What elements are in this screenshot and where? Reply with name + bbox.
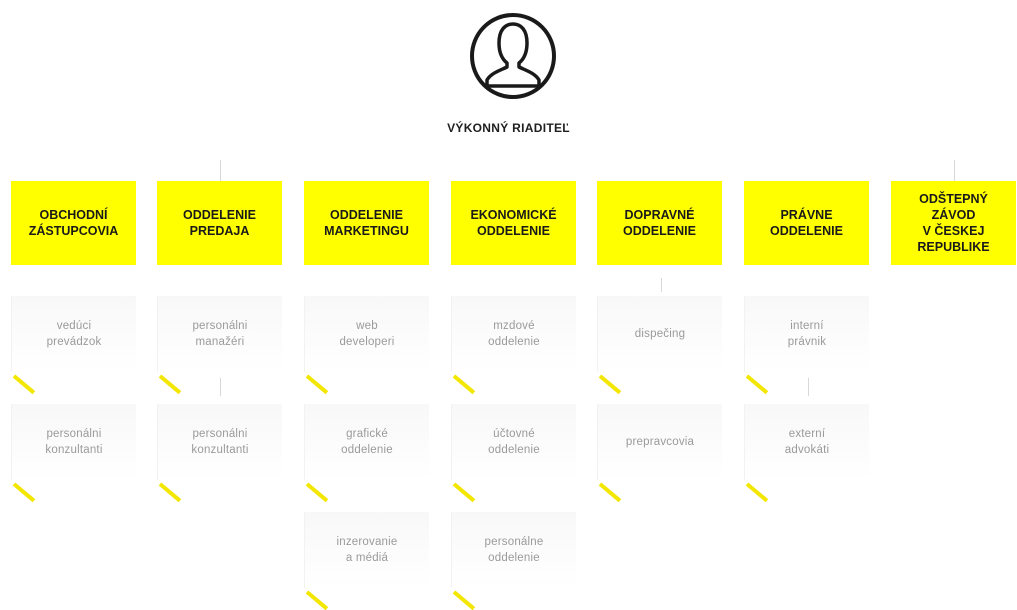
sub-unit-label: mzdové oddelenie: [488, 320, 540, 348]
sub-unit-label: web developeri: [339, 320, 395, 348]
dept-box: OBCHODNÍ ZÁSTUPCOVIA: [11, 181, 136, 265]
dept-box: PRÁVNE ODDELENIE: [744, 181, 869, 265]
corner-accent: [305, 590, 329, 610]
sub-unit-label: personálni manažéri: [192, 320, 248, 348]
corner-accent: [12, 374, 36, 395]
corner-accent: [305, 374, 329, 395]
dept-label: PRÁVNE ODDELENIE: [770, 208, 843, 238]
person-silhouette-icon: [470, 13, 556, 99]
sub-unit-label: prepravcovia: [625, 436, 695, 448]
corner-accent: [12, 482, 36, 503]
corner-accent: [745, 482, 769, 503]
corner-accent: [452, 374, 476, 395]
sub-unit-label: dispečing: [634, 328, 686, 340]
dept-box: ODDELENIE PREDAJA: [157, 181, 282, 265]
sub-unit: externí advokáti: [744, 404, 869, 503]
sub-unit: inzerovanie a médiá: [304, 512, 429, 610]
dept-label: DOPRAVNÉ ODDELENIE: [623, 208, 696, 238]
dept-box: EKONOMICKÉ ODDELENIE: [451, 181, 576, 265]
dept-box: DOPRAVNÉ ODDELENIE: [597, 181, 722, 265]
connector-line: [220, 378, 221, 396]
sub-unit: web developeri: [304, 296, 429, 395]
connector-line: [808, 378, 809, 396]
sub-unit-label: inzerovanie a médiá: [336, 536, 398, 564]
dept-label: ODŠTEPNÝ ZÁVOD V ČESKEJ REPUBLIKE: [917, 192, 990, 254]
corner-accent: [452, 482, 476, 503]
dept-box: ODDELENIE MARKETINGU: [304, 181, 429, 265]
sub-unit-label: interní právnik: [787, 320, 827, 348]
ceo-title: VÝKONNÝ RIADITEĽ: [447, 121, 570, 135]
sub-unit-label: externí advokáti: [784, 428, 830, 456]
dept-label: OBCHODNÍ ZÁSTUPCOVIA: [28, 208, 119, 238]
sub-unit-label: vedúci prevádzok: [46, 320, 102, 348]
corner-accent: [598, 374, 622, 395]
sub-unit-label: personálne oddelenie: [484, 536, 544, 564]
sub-unit: účtovné oddelenie: [451, 404, 576, 503]
sub-unit: personálni konzultanti: [11, 404, 136, 503]
connector-line: [661, 278, 662, 292]
corner-accent: [745, 374, 769, 395]
corner-accent: [598, 482, 622, 503]
dept-label: ODDELENIE MARKETINGU: [324, 208, 409, 238]
sub-unit: prepravcovia: [597, 404, 722, 503]
sub-unit: vedúci prevádzok: [11, 296, 136, 395]
dept-label: ODDELENIE PREDAJA: [183, 208, 256, 238]
corner-accent: [158, 482, 182, 503]
sub-unit-label: účtovné oddelenie: [488, 428, 540, 456]
sub-unit-label: personálni konzultanti: [45, 428, 103, 456]
connector-line: [954, 160, 955, 181]
sub-unit: dispečing: [597, 296, 722, 395]
sub-unit-label: personálni konzultanti: [191, 428, 249, 456]
connector-line: [220, 160, 221, 181]
corner-accent: [452, 590, 476, 610]
corner-accent: [305, 482, 329, 503]
sub-unit: grafické oddelenie: [304, 404, 429, 503]
sub-unit-label: grafické oddelenie: [341, 428, 393, 456]
sub-unit: personálni konzultanti: [157, 404, 282, 503]
dept-label: EKONOMICKÉ ODDELENIE: [470, 208, 557, 238]
corner-accent: [158, 374, 182, 395]
sub-unit: personálni manažéri: [157, 296, 282, 395]
sub-unit: interní právnik: [744, 296, 869, 395]
sub-unit: personálne oddelenie: [451, 512, 576, 610]
sub-unit: mzdové oddelenie: [451, 296, 576, 395]
dept-box: ODŠTEPNÝ ZÁVOD V ČESKEJ REPUBLIKE: [891, 181, 1016, 265]
